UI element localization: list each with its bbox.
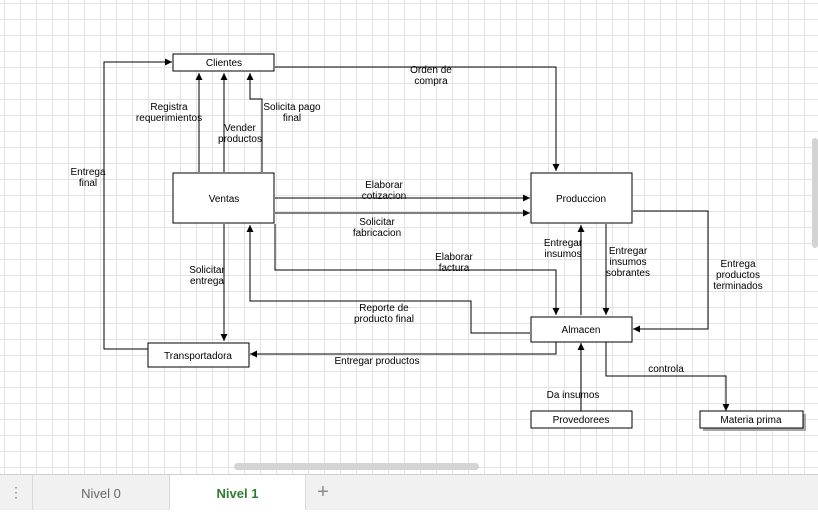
label-line: entrega xyxy=(190,276,224,287)
edge-ventas-almacen[interactable] xyxy=(274,224,560,315)
label-controla: controla xyxy=(648,364,684,375)
label-line: cotizacion xyxy=(362,191,406,202)
label-line: Orden de xyxy=(410,65,452,76)
horizontal-scrollbar[interactable] xyxy=(234,463,479,470)
label-line: productos xyxy=(218,134,262,145)
node-label: Almacen xyxy=(562,325,601,336)
label-line: producto final xyxy=(354,314,414,325)
edge-produccion-almacen-terminados[interactable] xyxy=(633,210,709,333)
label-line: Elaborar xyxy=(435,252,473,263)
label-line: Entregar xyxy=(544,238,583,249)
node-label: Produccion xyxy=(556,194,606,205)
label-line: Solicita pago xyxy=(263,102,321,113)
node-materia-prima[interactable]: Materia prima xyxy=(699,410,806,431)
node-almacen[interactable]: Almacen xyxy=(530,316,633,343)
label-line: fabricacion xyxy=(353,228,401,239)
flow-diagram: Clientes Ventas Produccion Almacen Trans… xyxy=(70,53,806,431)
node-label: Materia prima xyxy=(720,415,782,426)
label-line: Entrega xyxy=(720,259,755,270)
diagram-canvas[interactable]: Clientes Ventas Produccion Almacen Trans… xyxy=(0,0,818,474)
edges xyxy=(103,58,730,411)
label-line: final xyxy=(79,178,97,189)
node-provedorees[interactable]: Provedorees xyxy=(530,410,633,429)
label-line: terminados xyxy=(713,281,762,292)
label-line: insumos xyxy=(544,249,581,260)
node-label: Clientes xyxy=(206,58,242,69)
edge-almacen-transportadora[interactable] xyxy=(250,342,557,358)
edge-almacen-ventas[interactable] xyxy=(246,225,530,334)
edge-transportadora-clientes[interactable] xyxy=(103,58,172,350)
label-da-insumos: Da insumos xyxy=(547,390,600,401)
label-line: Vender xyxy=(224,123,256,134)
vertical-scrollbar[interactable] xyxy=(812,138,818,248)
label-line: final xyxy=(283,113,301,124)
node-label: Provedorees xyxy=(553,415,610,426)
label-line: insumos xyxy=(609,257,646,268)
node-label: Transportadora xyxy=(164,351,232,362)
page-tab-bar: ⋮ Nivel 0 Nivel 1 + xyxy=(0,474,818,510)
label-line: factura xyxy=(439,263,470,274)
tab-nivel-1[interactable]: Nivel 1 xyxy=(169,475,306,510)
page-menu-icon[interactable]: ⋮ xyxy=(9,484,23,500)
label-line: Solicitar xyxy=(359,217,395,228)
label-line: compra xyxy=(414,76,448,87)
add-page-icon[interactable]: + xyxy=(317,481,329,503)
node-clientes[interactable]: Clientes xyxy=(172,53,275,72)
label-line: Entregar productos xyxy=(334,356,419,367)
label-line: Registra xyxy=(150,102,188,113)
label-entregar-productos: Entregar productos xyxy=(334,356,419,367)
edge-almacen-materia-prima[interactable] xyxy=(605,342,730,411)
label-line: Entrega xyxy=(70,167,105,178)
node-produccion[interactable]: Produccion xyxy=(530,172,633,224)
edge-clientes-produccion[interactable] xyxy=(275,66,560,171)
label-line: Reporte de xyxy=(359,303,409,314)
node-label: Ventas xyxy=(209,194,240,205)
tab-nivel-0[interactable]: Nivel 0 xyxy=(32,475,169,510)
label-line: Solicitar xyxy=(189,265,225,276)
label-line: sobrantes xyxy=(606,268,650,279)
label-line: requerimientos xyxy=(136,113,202,124)
label-line: controla xyxy=(648,364,684,375)
label-line: productos xyxy=(716,270,760,281)
node-ventas[interactable]: Ventas xyxy=(172,172,275,224)
label-line: Da insumos xyxy=(547,390,600,401)
node-transportadora[interactable]: Transportadora xyxy=(147,342,250,368)
label-line: Elaborar xyxy=(365,180,403,191)
edge-ventas-clientes-3[interactable] xyxy=(246,73,263,172)
label-line: Entregar xyxy=(609,246,648,257)
